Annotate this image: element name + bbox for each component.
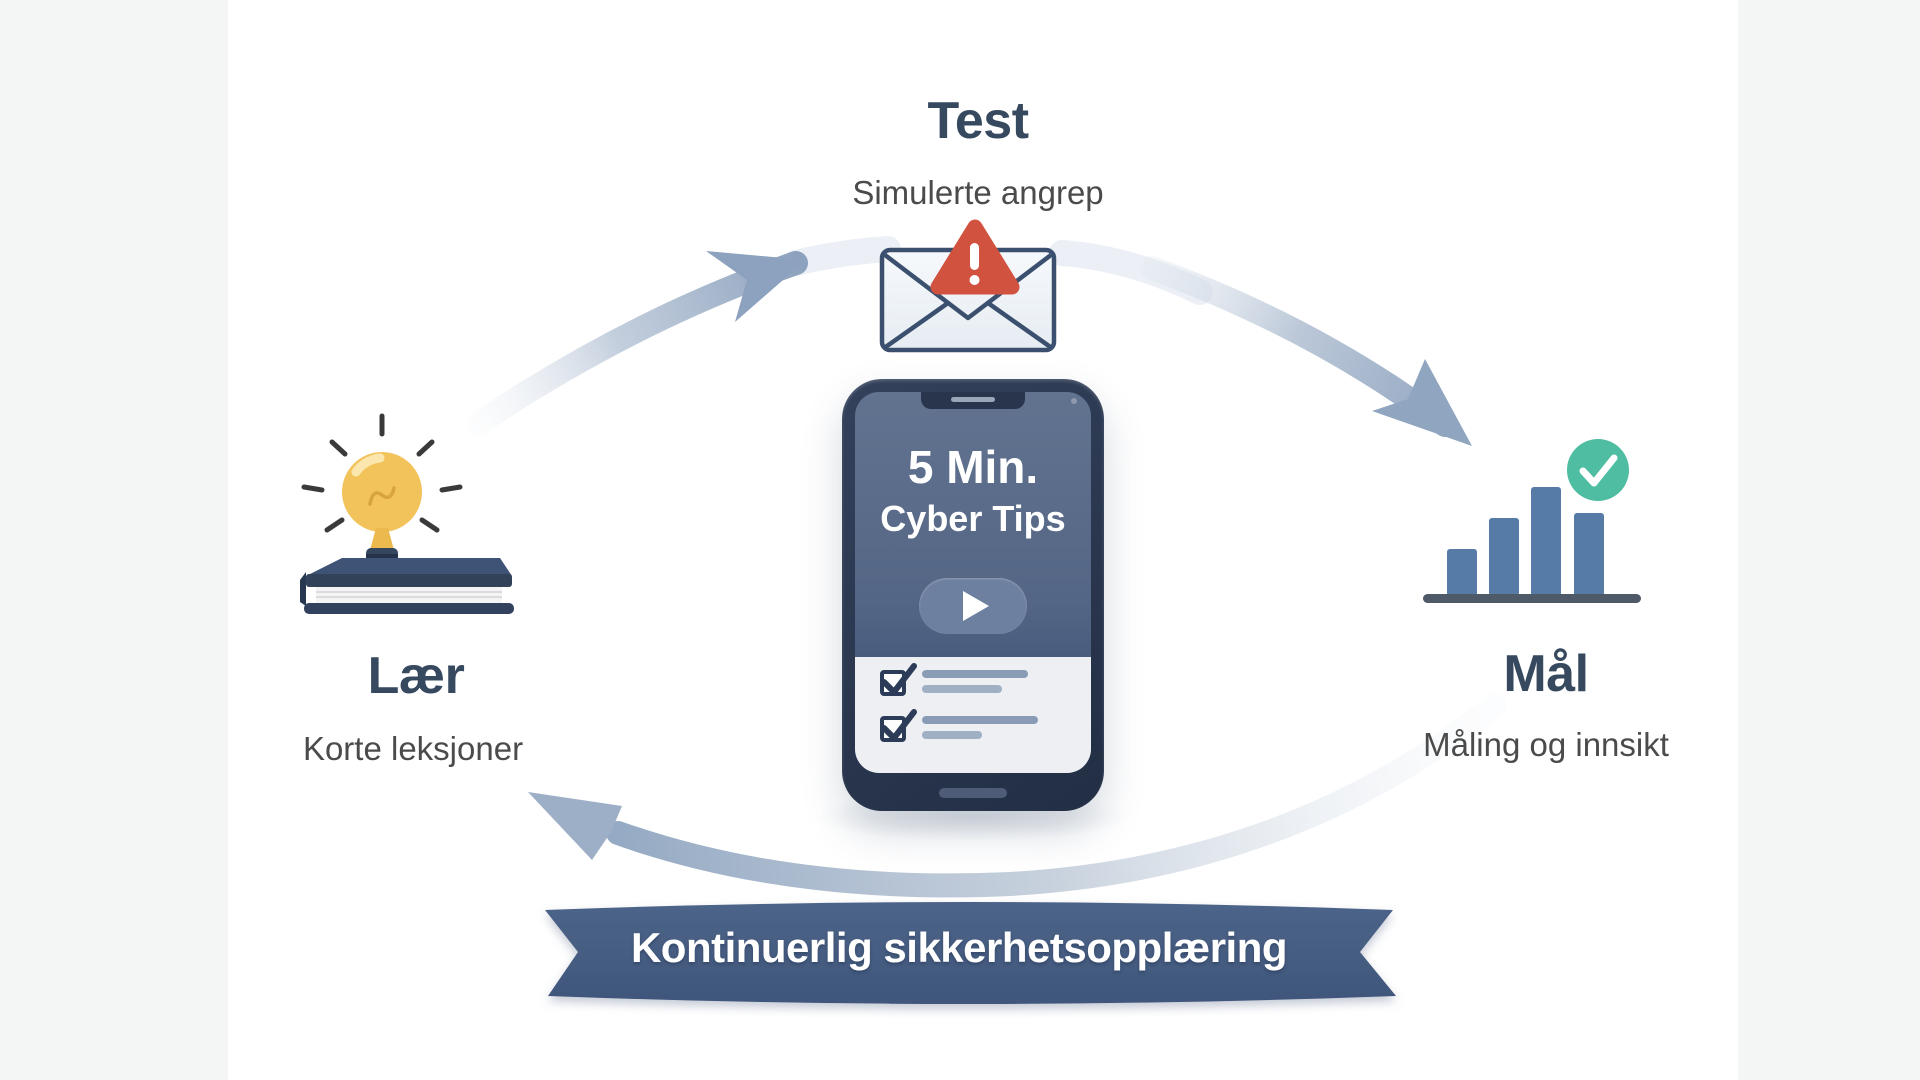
lightbulb-book-icon <box>300 413 514 614</box>
left-margin-strip <box>0 0 228 1080</box>
checkmark-icon <box>881 663 917 695</box>
checkmark-icon <box>881 709 917 741</box>
warning-triangle-icon <box>930 219 1020 295</box>
cycle-arrow-left-icon <box>466 236 901 436</box>
right-margin-strip <box>1738 0 1920 1080</box>
banner-label: Kontinuerlig sikkerhetsopplæring <box>630 924 1288 971</box>
test-step-title: Test <box>927 92 1029 150</box>
home-indicator <box>939 788 1007 798</box>
bar-chart-check-icon <box>1423 439 1641 603</box>
learn-step-subtitle: Korte leksjoner <box>302 730 524 767</box>
check-circle-icon <box>1567 439 1629 501</box>
cycle-arrow-right-icon <box>1049 240 1472 446</box>
play-button[interactable] <box>919 578 1027 634</box>
phone-notch <box>921 392 1025 409</box>
learn-step-title: Lær <box>367 647 465 705</box>
light-rays-icon <box>301 413 463 533</box>
text-line-bar <box>922 685 1002 693</box>
checklist-panel <box>855 657 1091 773</box>
camera-dot-icon <box>1071 398 1077 404</box>
play-icon <box>963 591 989 621</box>
alert-envelope-icon <box>879 219 1057 353</box>
text-line-bar <box>922 670 1028 678</box>
banner-ribbon: Kontinuerlig sikkerhetsopplæring <box>520 888 1420 1018</box>
phone-screen: 5 Min. Cyber Tips <box>855 392 1091 773</box>
text-line-bar <box>922 716 1038 724</box>
measure-step-title: Mål <box>1503 645 1589 703</box>
phone-screen-title: 5 Min. Cyber Tips <box>855 442 1091 538</box>
phone-mockup: 5 Min. Cyber Tips <box>842 379 1104 811</box>
speaker-slit-icon <box>951 397 995 402</box>
phone-title-line2: Cyber Tips <box>880 497 1066 539</box>
ribbon-shape <box>545 902 1396 1004</box>
lightbulb-icon <box>342 452 422 574</box>
phone-title-line1: 5 Min. <box>907 441 1039 493</box>
test-step-subtitle: Simulerte angrep <box>852 174 1104 211</box>
text-line-bar <box>922 731 982 739</box>
book-icon <box>300 558 514 614</box>
measure-step-subtitle: Måling og innsikt <box>1423 726 1669 763</box>
